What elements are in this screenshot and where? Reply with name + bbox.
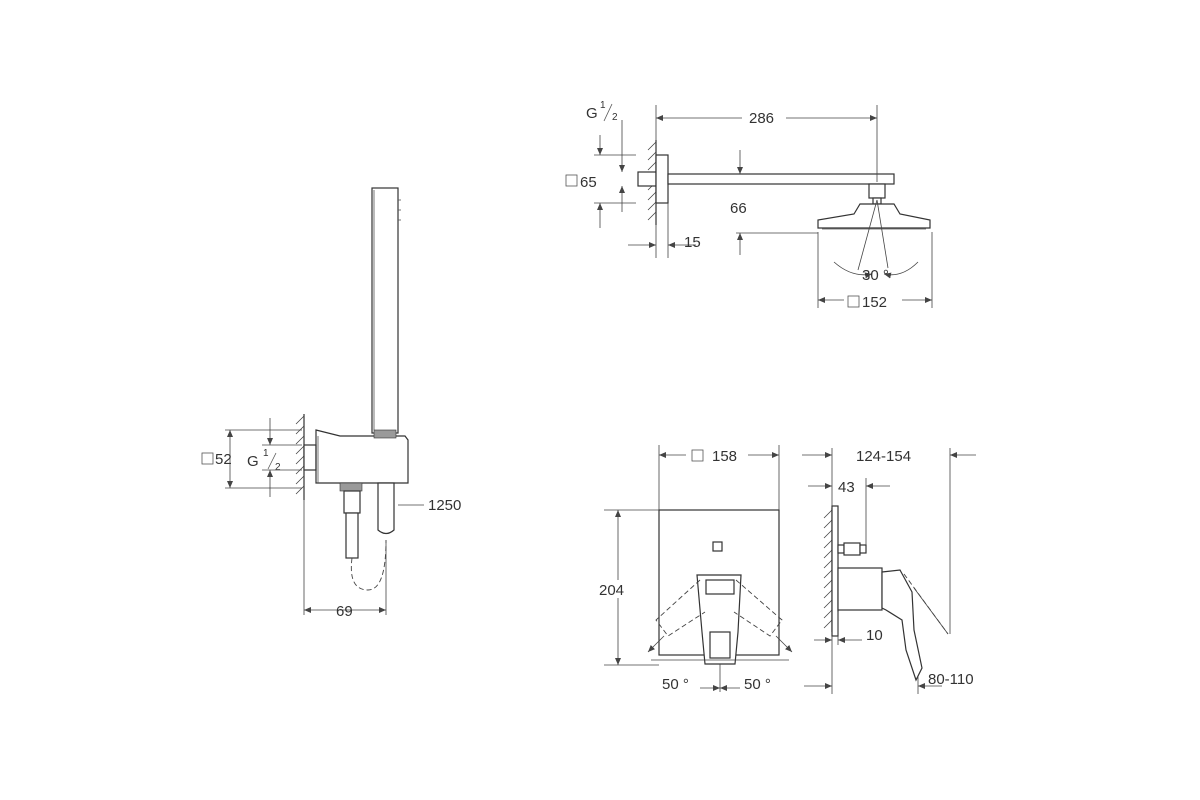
mixer-side-view: 124-154 43 10 80-110 xyxy=(802,448,976,694)
flange-size-value: 65 xyxy=(580,174,597,191)
mixer-body xyxy=(837,567,883,611)
handshower-thread-letter: G xyxy=(247,453,259,470)
diverter-offset-value: 43 xyxy=(838,479,855,496)
square-symbol xyxy=(565,174,578,187)
handshower-thread-sup: 1 xyxy=(263,448,269,459)
head-thread-sup: 1 xyxy=(600,100,606,111)
wall-flange xyxy=(655,154,669,204)
shower-head xyxy=(817,203,931,229)
mixer-wall-hatch xyxy=(823,508,833,632)
square-symbol xyxy=(201,452,214,465)
cover-plate-profile xyxy=(831,505,839,637)
wall-outlet xyxy=(303,444,317,471)
square-symbol xyxy=(847,295,860,308)
right-angle-value: 50 ° xyxy=(744,676,771,693)
lever-profile xyxy=(881,569,923,682)
mixer-front-view: 158 204 50 ° 50 ° xyxy=(598,445,793,693)
handshower-set: 52 G 1 2 1250 69 xyxy=(201,187,461,620)
cover-height-value: 204 xyxy=(599,582,624,599)
handshower-wall-hatch xyxy=(295,414,305,500)
install-range-value: 80-110 xyxy=(928,671,974,688)
mixer-depth-value: 124-154 xyxy=(856,448,911,465)
head-size-value: 152 xyxy=(862,294,887,311)
head-thread-sub: 2 xyxy=(612,112,618,123)
hand-shower xyxy=(371,187,399,434)
head-shower: G 1 2 65 286 66 15 30 ° 152 xyxy=(565,100,933,311)
handshower-square-value: 52 xyxy=(215,451,232,468)
head-thread-letter: G xyxy=(586,105,598,122)
square-symbol xyxy=(691,449,704,462)
cover-thickness-value: 10 xyxy=(866,627,883,644)
drop-value: 66 xyxy=(730,200,747,217)
shower-arm xyxy=(667,173,895,185)
handshower-depth-value: 69 xyxy=(336,603,353,620)
head-wall-connector xyxy=(637,171,657,187)
shower-holder xyxy=(315,429,409,484)
left-angle-value: 50 ° xyxy=(662,676,689,693)
swivel-joint xyxy=(868,183,886,199)
diverter-knob xyxy=(837,544,845,554)
hose-length-value: 1250 xyxy=(428,497,461,514)
arm-length-value: 286 xyxy=(749,110,774,127)
swing-angle-value: 30 ° xyxy=(862,267,889,284)
hose xyxy=(350,539,387,591)
hose-nut xyxy=(339,482,363,492)
cover-width-value: 158 xyxy=(712,448,737,465)
handshower-thread-sub: 2 xyxy=(275,462,281,473)
hose-connector xyxy=(343,490,361,514)
wall-distance-value: 15 xyxy=(684,234,701,251)
diverter-button xyxy=(712,541,723,552)
